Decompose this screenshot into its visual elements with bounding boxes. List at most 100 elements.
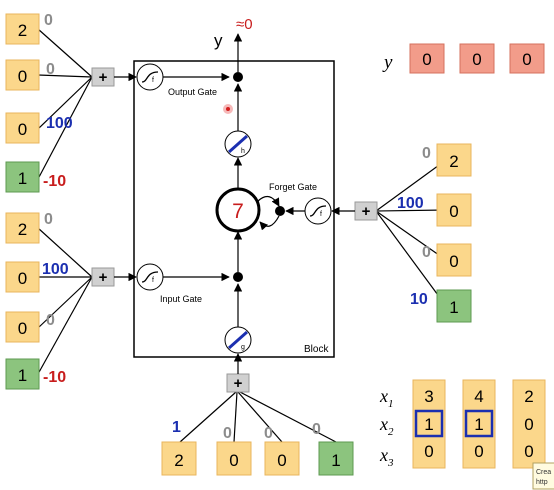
svg-text:1: 1 (449, 298, 458, 317)
svg-text:2: 2 (449, 152, 458, 171)
cell-input-group: 2 0 0 1 1 0 0 0 + (161, 353, 354, 476)
svg-text:2: 2 (18, 220, 27, 239)
input-gate-input-1 (5, 212, 40, 244)
multiply-dot-icon (233, 72, 243, 82)
svg-text:+: + (234, 375, 243, 392)
forget-gate-input-3 (436, 243, 472, 277)
input-gate-label: Input Gate (160, 294, 202, 304)
input-gate-bias-input (5, 358, 40, 390)
svg-text:0: 0 (474, 442, 483, 461)
output-approx-label: ≈0 (236, 16, 253, 33)
input-gate-weight-4: -10 (43, 369, 66, 386)
svg-text:1: 1 (331, 451, 340, 470)
svg-text:0: 0 (229, 451, 238, 470)
cell-input-weight-2: 0 (223, 425, 232, 442)
multiply-dot-icon (275, 206, 285, 216)
svg-text:0: 0 (422, 50, 431, 69)
cell-input-2 (216, 441, 252, 476)
svg-text:0: 0 (18, 67, 27, 86)
svg-text:0: 0 (524, 442, 533, 461)
block-label: Block (304, 344, 329, 355)
svg-text:f: f (152, 277, 154, 284)
svg-text:4: 4 (474, 387, 483, 406)
cell-input-weight-3: 0 (264, 425, 273, 442)
row-label-x3: x3 (379, 445, 394, 469)
highlight-box (464, 409, 494, 438)
sigmoid-icon (136, 63, 164, 91)
output-gate-weight-4: -10 (43, 173, 66, 190)
svg-text:2: 2 (174, 451, 183, 470)
svg-text:h: h (241, 148, 245, 155)
svg-text:0: 0 (18, 269, 27, 288)
output-gate-label: Output Gate (168, 87, 217, 97)
svg-text:+: + (99, 69, 108, 86)
svg-text:1: 1 (18, 366, 27, 385)
output-value-2 (459, 43, 495, 74)
forget-gate-input-1 (436, 143, 472, 177)
svg-text:1: 1 (474, 415, 483, 434)
output-gate-input-1 (5, 13, 40, 45)
output-gate-input-2 (5, 59, 40, 91)
cell-input-weight-4: 0 (312, 421, 321, 438)
cell-input-weight-1: 1 (172, 419, 181, 436)
output-value-1 (409, 43, 445, 74)
svg-text:f: f (152, 77, 154, 84)
forget-gate-label: Forget Gate (269, 182, 317, 192)
forget-gate-group: 2 0 0 1 0 100 0 10 + f Forget Gate (269, 143, 472, 323)
svg-text:f: f (320, 211, 322, 218)
svg-text:3: 3 (424, 387, 433, 406)
svg-text:+: + (99, 269, 108, 286)
sigmoid-icon (304, 197, 332, 225)
svg-text:g: g (241, 344, 245, 351)
cell-input-3 (264, 441, 300, 476)
forget-gate-weight-3: 0 (422, 244, 431, 261)
forget-gate-weight-2: 100 (397, 195, 424, 212)
output-gate-weight-1: 0 (44, 12, 53, 29)
sigmoid-icon (136, 263, 164, 291)
row-label-x1: x1 (379, 386, 394, 410)
cell-internals: g 7 h (215, 33, 285, 354)
input-sequence: x1 x2 x3 3 1 0 4 1 0 2 0 0 (379, 379, 546, 469)
output-y-label: y (214, 31, 223, 50)
input-gate-weight-3: 0 (46, 312, 55, 329)
input-gate-input-2 (5, 261, 40, 293)
svg-text:0: 0 (449, 202, 458, 221)
svg-text:0: 0 (522, 50, 531, 69)
svg-text:0: 0 (18, 319, 27, 338)
forget-gate-weight-4: 10 (410, 291, 428, 308)
output-gate-weight-2: 0 (46, 61, 55, 78)
output-gate-weight-3: 100 (46, 115, 73, 132)
svg-text:0: 0 (524, 415, 533, 434)
memory-cell-value: 7 (232, 200, 244, 223)
row-label-x2: x2 (379, 414, 394, 438)
input-gate-group: 2 0 0 1 0 100 0 -10 + f Input Gate (5, 211, 230, 390)
cell-input-1 (161, 441, 197, 476)
svg-text:Crea: Crea (536, 469, 551, 476)
svg-text:1: 1 (424, 415, 433, 434)
output-gate-input-3 (5, 112, 40, 144)
highlight-box (414, 409, 444, 438)
output-gate-bias-input (5, 161, 40, 193)
input-gate-weight-2: 100 (42, 261, 69, 278)
svg-text:+: + (362, 203, 371, 220)
output-sequence: y 0 0 0 (382, 43, 545, 74)
output-value-3 (509, 43, 545, 74)
svg-text:1: 1 (18, 169, 27, 188)
output-gate-group: 2 0 0 1 0 0 100 -10 + f Output Gate (5, 12, 230, 193)
svg-text:0: 0 (424, 442, 433, 461)
svg-text:2: 2 (18, 21, 27, 40)
input-gate-input-3 (5, 311, 40, 343)
input-gate-weight-1: 0 (44, 211, 53, 228)
svg-text:0: 0 (18, 120, 27, 139)
input-column-3 (512, 379, 546, 469)
tooltip-fragment: Crea http (532, 462, 554, 490)
input-column-1 (412, 379, 446, 469)
input-column-2 (462, 379, 496, 469)
multiply-dot-icon (233, 272, 243, 282)
svg-text:http: http (536, 479, 548, 486)
output-sequence-label: y (382, 52, 393, 73)
svg-text:0: 0 (449, 252, 458, 271)
forget-gate-weight-1: 0 (422, 145, 431, 162)
svg-text:0: 0 (277, 451, 286, 470)
